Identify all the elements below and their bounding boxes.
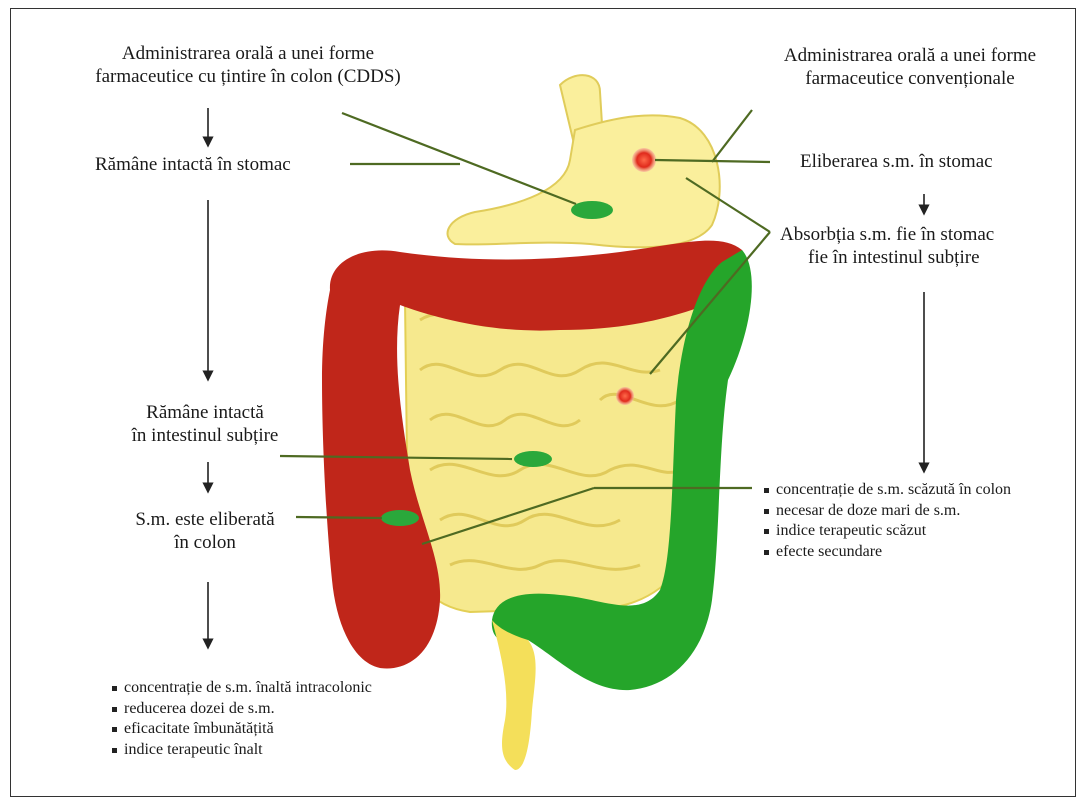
left-top-label: Administrarea orală a unei forme farmace… [58,42,438,88]
left-outcomes: concentrație de s.m. înaltă intracolonic… [112,678,372,760]
left-outcome-item: concentrație de s.m. înaltă intracolonic [112,678,372,699]
rectum [492,620,536,770]
right-outcome-item: necesar de doze mari de s.m. [764,501,1011,522]
capsule-colon [381,510,419,526]
right-top-label: Administrarea orală a unei forme farmace… [745,44,1075,90]
right-outcome-item: concentrație de s.m. scăzută în colon [764,480,1011,501]
left-outcome-item: reducerea dozei de s.m. [112,699,372,720]
left-step-colon-line1: S.m. este eliberată [110,508,300,531]
left-outcome-item: eficacitate îmbunătățită [112,719,372,740]
left-step-small-line1: Rămâne intactă [115,401,295,424]
right-step-absorb-line1: Absorbția s.m. fie în stomac [780,223,994,246]
left-step-small-line2: în intestinul subțire [115,424,295,447]
left-top-line1: Administrarea orală a unei forme [58,42,438,65]
left-step-colon: S.m. este eliberată în colon [110,508,300,554]
right-step-release: Eliberarea s.m. în stomac [800,150,993,173]
left-top-line2: farmaceutice cu țintire în colon (CDDS) [58,65,438,88]
right-outcome-item: indice terapeutic scăzut [764,521,1011,542]
drug-dot-small-intestine [616,387,634,405]
left-step-stomach: Rămâne intactă în stomac [95,153,291,176]
left-step-small-intestine: Rămâne intactă în intestinul subțire [115,401,295,447]
left-step-colon-line2: în colon [110,531,300,554]
right-step-absorb-line2: fie în intestinul subțire [780,246,994,269]
capsule-small-intestine [514,451,552,467]
right-step-absorb: Absorbția s.m. fie în stomac fie în inte… [780,223,994,269]
right-top-line2: farmaceutice convenționale [745,67,1075,90]
right-outcome-item: efecte secundare [764,542,1011,563]
left-outcome-item: indice terapeutic înalt [112,740,372,761]
stomach [448,115,720,247]
right-top-line1: Administrarea orală a unei forme [745,44,1075,67]
drug-dot-stomach [632,148,656,172]
capsule-stomach [571,201,613,219]
right-outcomes: concentrație de s.m. scăzută în colon ne… [764,480,1011,562]
